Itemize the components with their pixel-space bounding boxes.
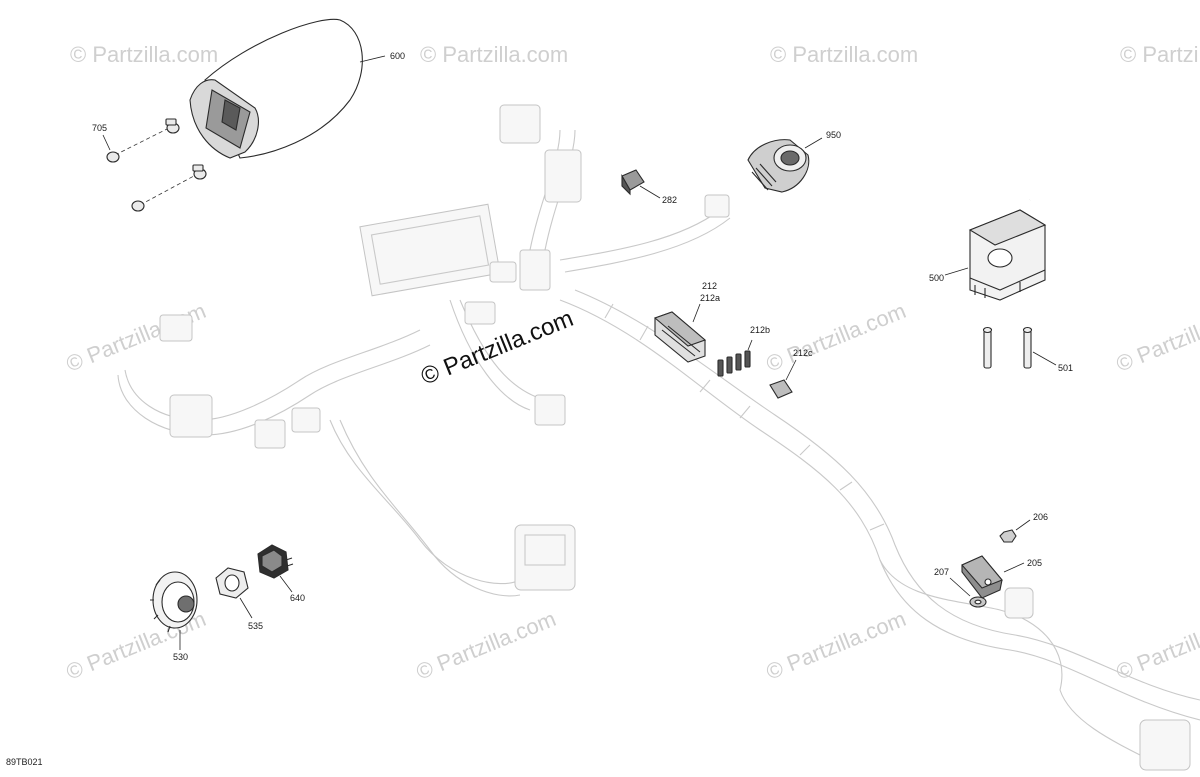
part-950-outlet: 950 <box>747 130 841 193</box>
part-282-clip: 282 <box>621 169 677 205</box>
part-501-screws: 501 <box>982 326 1073 373</box>
callout-950: 950 <box>826 130 841 140</box>
callout-212: 212 <box>702 281 717 291</box>
wiring-harness <box>117 104 1200 771</box>
callout-282: 282 <box>662 195 677 205</box>
part-530-knob: 530 <box>150 571 198 662</box>
callout-705: 705 <box>92 123 107 133</box>
watermark: © Partzilla.com <box>763 298 910 377</box>
watermark: © Partzilla.com <box>770 42 918 67</box>
main-watermark: © Partzilla.com <box>417 305 577 391</box>
part-640-switch: 640 <box>257 544 305 603</box>
watermark: © Partzilla.com <box>763 606 910 685</box>
part-212c-lock: 212c <box>769 348 813 399</box>
callout-640: 640 <box>290 593 305 603</box>
callout-600: 600 <box>390 51 405 61</box>
part-205-bracket: 205 <box>961 555 1042 599</box>
callout-207: 207 <box>934 567 949 577</box>
part-600-display: 600 <box>189 18 405 159</box>
part-500-switch: 500 <box>929 193 1162 308</box>
watermark: © Partzilla.com <box>70 42 218 67</box>
callout-206: 206 <box>1033 512 1048 522</box>
callout-501: 501 <box>1058 363 1073 373</box>
callout-212a: 212a <box>700 293 720 303</box>
part-207-washer: 207 <box>934 567 987 608</box>
watermark: © Partzilla.com <box>413 606 560 685</box>
part-212b-terminals: 212b <box>717 325 770 377</box>
callout-212c: 212c <box>793 348 813 358</box>
part-535-nut: 535 <box>215 567 263 631</box>
callout-530: 530 <box>173 652 188 662</box>
part-705-screws: 705 <box>92 118 207 212</box>
part-212-connector: 212 212a <box>653 281 720 363</box>
watermark: © Partzilla.com <box>420 42 568 67</box>
part-206-nut: 206 <box>999 512 1048 543</box>
watermark: © Partzilla.com <box>1113 606 1200 685</box>
watermark: © Partzilla.com <box>1113 298 1200 377</box>
callout-212b: 212b <box>750 325 770 335</box>
callout-500: 500 <box>929 273 944 283</box>
callout-205: 205 <box>1027 558 1042 568</box>
watermark: © Partzilla.com <box>1120 42 1200 67</box>
figure-code: 89TB021 <box>6 757 43 767</box>
callout-535: 535 <box>248 621 263 631</box>
